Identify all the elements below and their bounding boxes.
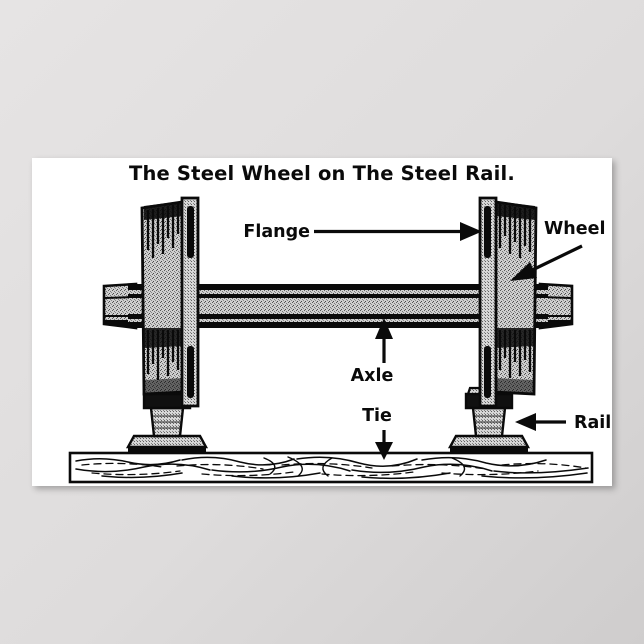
label-axle-text: Axle: [351, 366, 394, 386]
label-tie-text: Tie: [362, 406, 392, 426]
label-flange: Flange: [243, 222, 482, 242]
left-flange: [180, 196, 200, 408]
wheel-arrow-down-left-icon: [510, 244, 583, 281]
label-wheel: Wheel: [510, 219, 606, 281]
flange-arrow-right-icon: [314, 222, 482, 241]
tie-arrow-down-icon: [375, 430, 393, 460]
right-flange: [478, 196, 498, 408]
rail-arrow-left-icon: [515, 413, 566, 431]
page-title: The Steel Wheel on The Steel Rail.: [128, 162, 516, 185]
poster-content: The Steel Wheel on The Steel Rail.: [32, 158, 612, 486]
label-axle: Axle: [351, 318, 394, 386]
right-wheel: [478, 196, 538, 408]
axle-arrow-up-icon: [375, 318, 393, 363]
label-tie: Tie: [362, 406, 393, 460]
wheel-rail-diagram: Flange Wheel Axle: [68, 196, 611, 484]
label-rail-text: Rail: [574, 413, 611, 433]
left-wheel: [140, 196, 200, 408]
label-rail: Rail: [515, 413, 611, 433]
label-wheel-text: Wheel: [544, 219, 606, 239]
label-flange-text: Flange: [243, 222, 310, 242]
poster-sheet: The Steel Wheel on The Steel Rail.: [32, 158, 612, 486]
wooden-tie: [68, 451, 594, 484]
